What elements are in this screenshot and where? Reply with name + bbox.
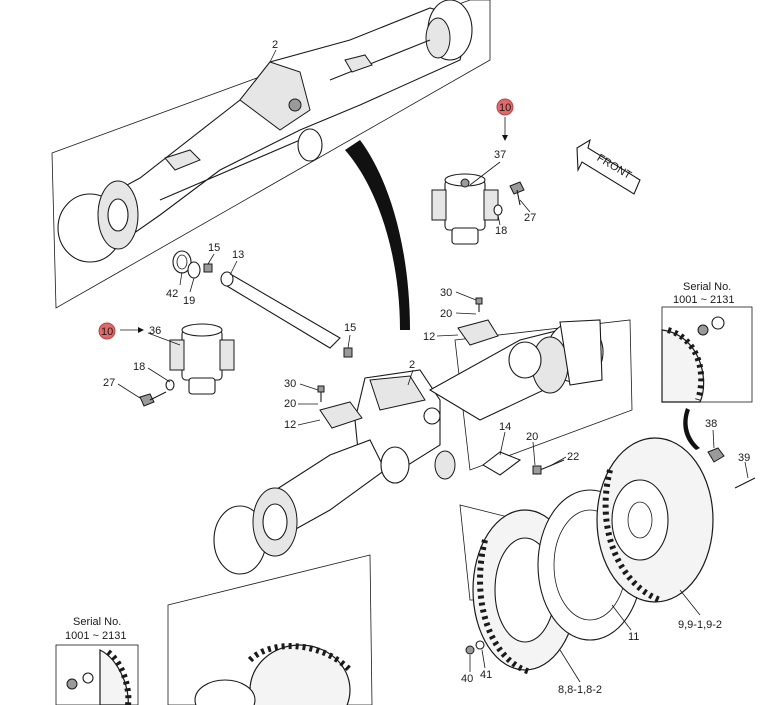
bolt-27-left — [139, 391, 167, 407]
bolt-39 — [734, 477, 756, 489]
callout-13: 13 — [232, 249, 244, 261]
ref-10-left-label: 10 — [101, 326, 113, 338]
callout-30-mid: 30 — [284, 378, 296, 390]
callout-18-left: 18 — [133, 361, 145, 373]
cylinder-37 — [431, 173, 499, 245]
callout-14: 14 — [499, 421, 511, 433]
callout-42: 42 — [166, 288, 178, 300]
plug-15-top — [203, 263, 213, 273]
serial-title-right: Serial No. — [683, 281, 731, 293]
callout-12-upper: 12 — [423, 331, 435, 343]
callout-27-top: 27 — [524, 212, 536, 224]
callout-15-mid: 15 — [344, 322, 356, 334]
washer-18-left — [165, 379, 175, 391]
callout-18-top: 18 — [495, 225, 507, 237]
shaft-13 — [220, 271, 341, 349]
serial-range-right: 1001 ~ 2131 — [673, 294, 734, 306]
lower-detail-panel — [167, 554, 373, 705]
callout-2-mid: 2 — [409, 359, 415, 371]
callout-40: 40 — [461, 673, 473, 685]
plug-15-mid — [343, 347, 353, 358]
serial-box-left — [55, 644, 139, 705]
nut-40-41 — [465, 640, 485, 655]
washer-18-top — [493, 204, 503, 216]
serial-box-right — [661, 306, 753, 403]
callout-19: 19 — [183, 295, 195, 307]
callout-39: 39 — [738, 452, 750, 464]
callout-37: 37 — [494, 149, 506, 161]
ring-19 — [187, 261, 201, 279]
bolt-27-top — [509, 181, 525, 206]
wheel-group — [459, 437, 714, 675]
nut-38 — [707, 447, 725, 463]
callout-2-top: 2 — [272, 39, 278, 51]
top-axle-panel — [51, 0, 491, 309]
callout-20-right: 20 — [526, 431, 538, 443]
callout-15-top: 15 — [208, 242, 220, 254]
callout-11: 11 — [628, 631, 639, 643]
cylinder-36 — [169, 323, 235, 395]
bolt-22 — [532, 459, 565, 475]
ref-badge-10-left: 10 — [98, 322, 116, 340]
assembly-arrow — [345, 140, 410, 330]
serial-range-left: 1001 ~ 2131 — [65, 630, 126, 642]
ref-badge-10-top: 10 — [496, 98, 514, 116]
callout-41: 41 — [480, 669, 492, 681]
callout-27-left: 27 — [103, 377, 115, 389]
front-direction-arrow: FRONT — [576, 138, 641, 195]
callout-9: 9,9-1,9-2 — [678, 619, 722, 631]
bolt-30-mid — [317, 385, 325, 402]
leader-lines — [117, 49, 749, 683]
ref-10-top-label: 10 — [499, 102, 511, 114]
callout-12-mid: 12 — [284, 419, 296, 431]
main-axle — [213, 319, 633, 575]
serial-title-left: Serial No. — [73, 616, 121, 628]
bolt-30-upper — [475, 297, 483, 312]
callout-38: 38 — [705, 418, 717, 430]
callout-8: 8,8-1,8-2 — [558, 684, 602, 696]
callout-20-mid: 20 — [284, 398, 296, 410]
callout-20-upper: 20 — [440, 308, 452, 320]
callout-22: 22 — [567, 451, 579, 463]
callout-36: 36 — [149, 325, 161, 337]
callout-30-upper: 30 — [440, 287, 452, 299]
